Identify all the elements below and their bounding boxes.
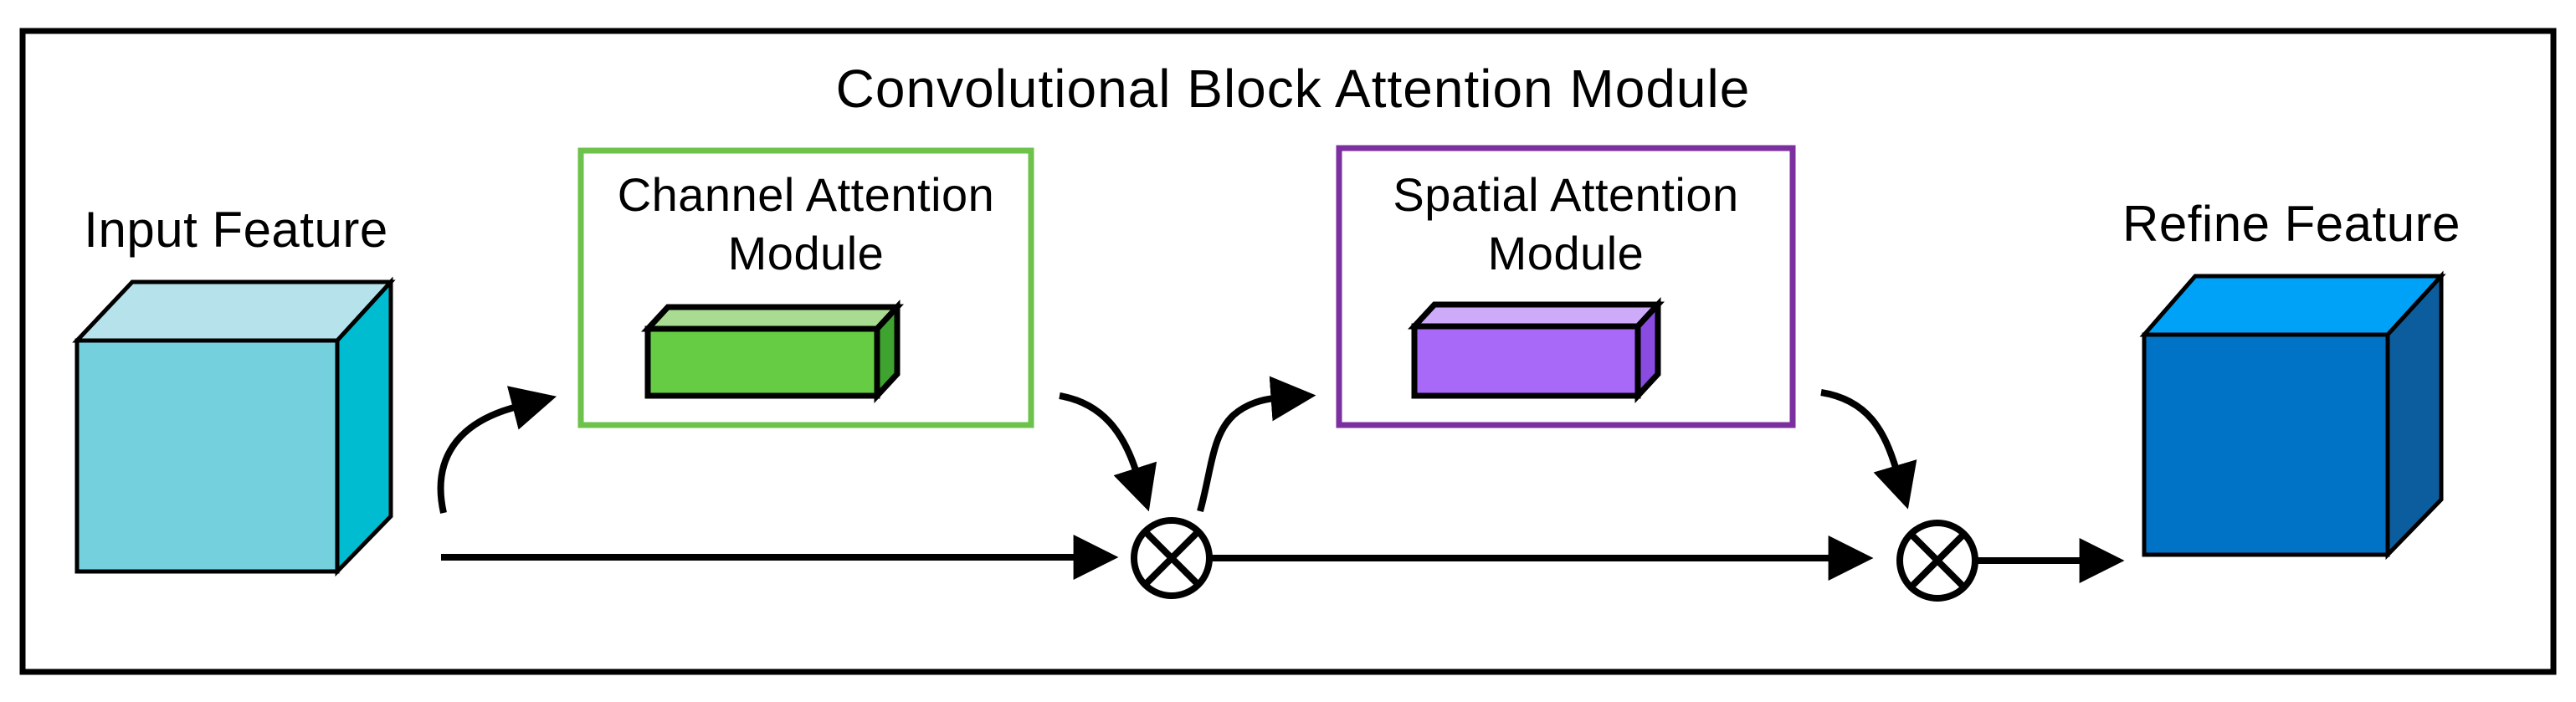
multiply-icon [1896,520,1978,602]
input-cube-front-face [74,338,340,574]
channel-attention-module-box: Channel Attention Module [577,147,1034,428]
input-feature-cube [72,276,396,577]
spatial-box-title-line2: Module [1488,227,1645,279]
refine-feature-label: Refine Feature [2122,196,2461,252]
spatial-attention-module-box: Spatial Attention Module [1336,145,1796,428]
channel-box-border [577,147,1034,428]
multiply2-cross-b [1908,531,1967,590]
spatial-slab [1408,297,1665,403]
input-feature-label: Input Feature [84,202,387,258]
refine-feature-cube [2139,270,2446,561]
spatial-slab-front-face [1411,323,1641,399]
spatial-box-title-line1: Spatial Attention [1393,168,1738,221]
channel-box-title-line2: Module [728,227,885,279]
spatial-box-border [1336,145,1796,428]
arrow-spatial-to-multiply2-curve [1820,389,1917,510]
channel-box-title-line1: Channel Attention [618,168,995,221]
spatial-slab-top-face [1408,301,1665,330]
channel-slab [641,300,904,403]
channel-slab-top-face [641,304,904,332]
arrow-multiply1-to-spatial-curve [1197,376,1316,513]
arrow-input-to-channel-curve [437,386,557,514]
arrow-channel-to-multiply1-curve [1059,392,1157,512]
multiply-icon [1131,517,1213,599]
multiply1-cross-b [1142,529,1201,587]
outer-border [19,28,2557,675]
refine-cube-front-face [2142,332,2390,557]
channel-slab-front-face [644,325,880,399]
diagram-title: Convolutional Block Attention Module [836,59,1751,119]
